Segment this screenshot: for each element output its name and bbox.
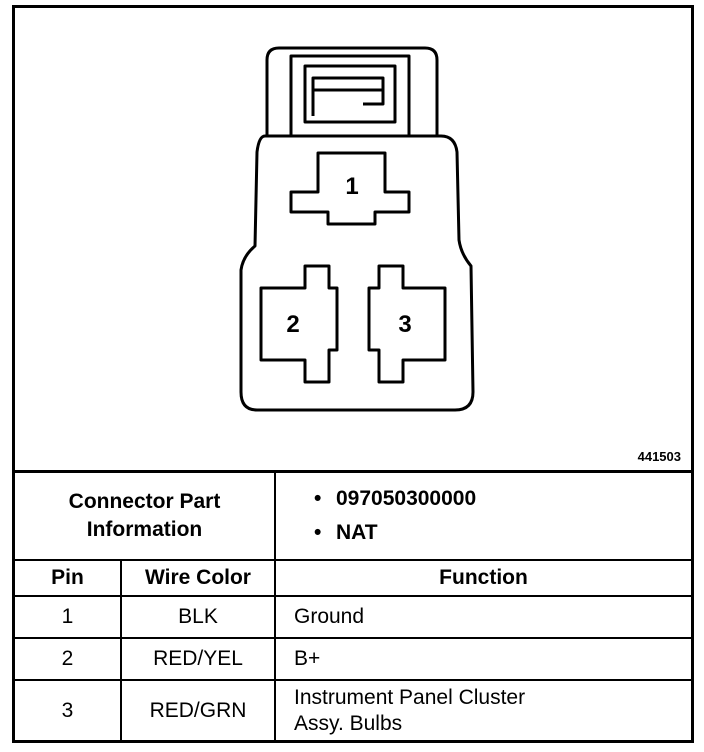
connector-frame: 1 2 3 441503 Connector Part Information … xyxy=(12,5,694,743)
connector-face-drawing: 1 2 3 xyxy=(239,46,475,412)
part-color: NAT xyxy=(336,521,378,544)
table-row: 1 BLK Ground xyxy=(15,595,691,639)
function-header: Function xyxy=(274,559,691,597)
bullet-icon: • xyxy=(314,521,322,544)
table-row: 2 RED/YEL B+ xyxy=(15,637,691,681)
connector-info-table: Connector Part Information • 097050300000… xyxy=(15,473,691,741)
table-row: 3 RED/GRN Instrument Panel Cluster Assy.… xyxy=(15,679,691,741)
pin-2-label: 2 xyxy=(286,311,299,338)
pin-2-cavity xyxy=(259,264,339,384)
part-info-label: Connector Part Information xyxy=(15,473,276,561)
connector-body xyxy=(239,134,475,412)
part-number: 097050300000 xyxy=(336,487,477,510)
function-cell: Ground xyxy=(274,595,691,639)
part-info-values: • 097050300000 • NAT xyxy=(274,473,691,561)
bullet-icon: • xyxy=(314,487,322,510)
pin-cell: 1 xyxy=(15,595,122,639)
pin-1-label: 1 xyxy=(345,173,358,200)
part-info-label-line1: Connector Part xyxy=(68,490,221,513)
pin-3-label: 3 xyxy=(398,311,411,338)
connector-diagram: 1 2 3 441503 xyxy=(15,8,691,473)
pin-cell: 2 xyxy=(15,637,122,681)
latch-slot xyxy=(289,54,411,138)
wire-color-header: Wire Color xyxy=(120,559,276,597)
latch-tab xyxy=(311,76,385,116)
connector-latch xyxy=(265,46,439,136)
wire-color-cell: RED/YEL xyxy=(120,637,276,681)
pin-header: Pin xyxy=(15,559,122,597)
wire-color-cell: RED/GRN xyxy=(120,679,276,741)
pin-cell: 3 xyxy=(15,679,122,741)
figure-id: 441503 xyxy=(637,449,681,464)
function-line1: Instrument Panel Cluster xyxy=(294,686,526,709)
pin-3-cavity xyxy=(367,264,447,384)
function-cell: B+ xyxy=(274,637,691,681)
part-number-item: • 097050300000 xyxy=(314,482,691,516)
function-cell: Instrument Panel Cluster Assy. Bulbs xyxy=(274,679,691,741)
table-header-row: Pin Wire Color Function xyxy=(15,559,691,597)
part-color-item: • NAT xyxy=(314,516,691,550)
function-line2: Assy. Bulbs xyxy=(294,712,403,735)
latch-inner-window xyxy=(303,64,397,124)
pin-1-cavity xyxy=(289,151,411,226)
wire-color-cell: BLK xyxy=(120,595,276,639)
part-info-label-line2: Information xyxy=(86,518,203,541)
part-info-row: Connector Part Information • 097050300000… xyxy=(15,473,691,561)
